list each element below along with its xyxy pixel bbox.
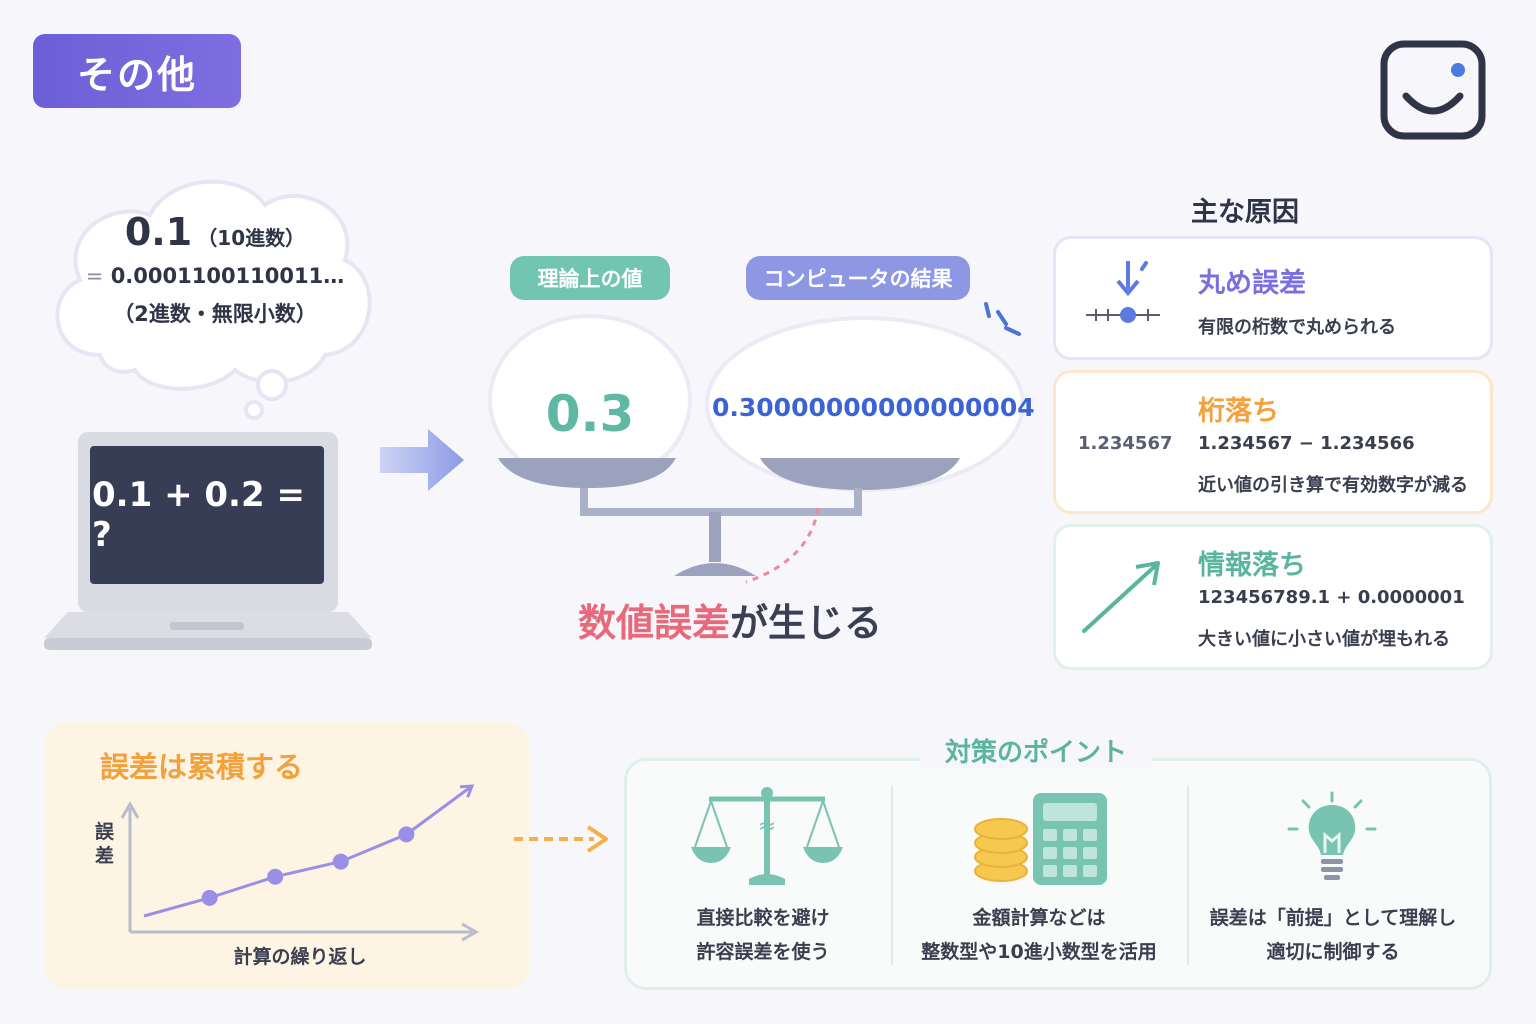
tip-text-tolerance: 直接比較を避け 許容誤差を使う xyxy=(623,901,903,969)
tips-panel: ≈ 直接比較を避け 許容誤差を使う 金額計算などは 整数型や10進小数型を活用 xyxy=(624,758,1492,990)
computer-value: 0.30000000000000004 xyxy=(712,393,1035,422)
data-point xyxy=(398,826,415,843)
theory-label: 理論上の値 xyxy=(510,256,670,300)
decimal-value: 0.1 xyxy=(124,210,193,254)
laptop-expression: 0.1 + 0.2 = ? xyxy=(92,475,305,555)
cause-card-rounding: 丸め誤差 有限の桁数で丸められる xyxy=(1053,236,1493,360)
dashed-arrow-icon xyxy=(514,825,608,853)
accumulation-chart xyxy=(120,784,480,942)
tip-tolerance-line2: 許容誤差を使う xyxy=(696,941,830,963)
scale-icon: ≈ xyxy=(691,787,843,885)
accumulation-title: 誤差は累積する xyxy=(100,750,304,784)
balance-scale xyxy=(488,302,1025,584)
cause-text-information-loss: 大きい値に小さい値が埋もれる xyxy=(1198,629,1450,650)
trend-arrow-icon xyxy=(1082,561,1160,633)
smiley-logo-icon xyxy=(1380,40,1486,140)
caption-highlight: 数値誤差 xyxy=(577,601,730,645)
svg-text:≈: ≈ xyxy=(758,814,776,839)
theory-value: 0.3 xyxy=(545,385,635,443)
thought-cloud xyxy=(55,179,372,420)
cancellation-expression: 1.234567 − 1.234566 xyxy=(1198,433,1415,454)
data-point xyxy=(201,889,218,906)
laptop-icon xyxy=(44,432,372,650)
tip-divider xyxy=(891,785,893,965)
lightbulb-icon xyxy=(1287,791,1377,880)
binary-note: （2進数・無限小数） xyxy=(113,302,317,326)
tip-divider xyxy=(1187,785,1189,965)
tip-decimal-line1: 金額計算などは xyxy=(972,907,1106,929)
section-tag: その他 xyxy=(33,34,241,108)
cancellation-side-value: 1.234567 xyxy=(1078,433,1173,454)
tip-tolerance-line1: 直接比較を避け xyxy=(696,907,830,929)
y-axis-label: 誤差 xyxy=(95,821,115,867)
tip-text-understand: 誤差は「前提」として理解し 適切に制御する xyxy=(1193,901,1473,969)
cause-text-cancellation: 近い値の引き算で有効数字が減る xyxy=(1198,475,1468,496)
thought-cloud-text: 0.1 （10進数） = 0.0001100110011… （2進数・無限小数） xyxy=(80,210,350,328)
accumulation-panel xyxy=(45,722,529,990)
cause-text-rounding: 有限の桁数で丸められる xyxy=(1198,317,1396,338)
tip-text-decimal-type: 金額計算などは 整数型や10進小数型を活用 xyxy=(899,901,1179,969)
binary-value: 0.0001100110011… xyxy=(110,264,345,288)
calculator-coins-icon xyxy=(974,793,1107,885)
data-point xyxy=(267,868,284,885)
equals-sign: = xyxy=(85,264,104,288)
cause-title-rounding: 丸め誤差 xyxy=(1198,268,1306,299)
data-point xyxy=(332,853,349,870)
numeric-error-caption: 数値誤差が生じる xyxy=(560,592,900,647)
rounding-icon xyxy=(1086,261,1160,323)
causes-title: 主な原因 xyxy=(1191,197,1299,228)
tip-understand-line1: 誤差は「前提」として理解し xyxy=(1209,907,1457,929)
tip-understand-line2: 適切に制御する xyxy=(1266,941,1400,963)
cause-card-information-loss: 情報落ち 123456789.1 + 0.0000001 大きい値に小さい値が埋… xyxy=(1053,524,1493,670)
decimal-note: （10進数） xyxy=(197,226,306,250)
error-series-line xyxy=(143,784,473,918)
cause-card-cancellation: 1.234567 桁落ち 1.234567 − 1.234566 近い値の引き算… xyxy=(1053,370,1493,514)
computer-label: コンピュータの結果 xyxy=(746,256,970,300)
arrow-right-icon xyxy=(380,429,464,491)
series-arrowhead xyxy=(459,784,475,798)
tip-decimal-line2: 整数型や10進小数型を活用 xyxy=(921,941,1157,963)
caption-rest: が生じる xyxy=(730,601,883,645)
cause-title-information-loss: 情報落ち xyxy=(1198,550,1306,581)
cause-title-cancellation: 桁落ち xyxy=(1198,396,1279,427)
information-loss-expression: 123456789.1 + 0.0000001 xyxy=(1198,587,1465,608)
tips-title: 対策のポイント xyxy=(920,732,1152,769)
x-axis-label: 計算の繰り返し xyxy=(233,946,367,968)
